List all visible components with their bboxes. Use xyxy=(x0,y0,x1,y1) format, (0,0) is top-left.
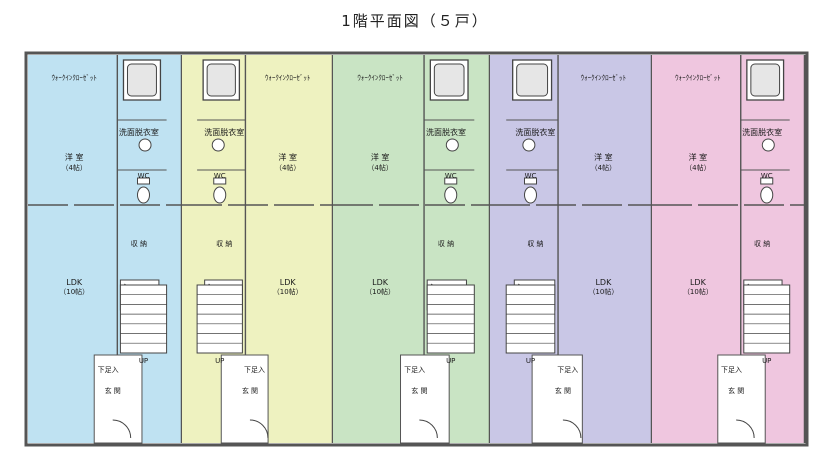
ldk-label: LDK xyxy=(66,278,83,287)
storage-label: 収 納 xyxy=(527,239,543,248)
washbasin-icon xyxy=(445,138,459,152)
entrance-area xyxy=(400,354,450,444)
ldk-label: LDK xyxy=(690,278,707,287)
shoe-storage-label: 下足入 xyxy=(98,366,119,374)
entrance-label: 玄 関 xyxy=(242,386,258,395)
closet-label: ｳｫｰｸｲﾝｸﾛｰｾﾞｯﾄ xyxy=(581,74,627,82)
bedroom-size-label: （4帖） xyxy=(61,163,86,172)
bathtub-inner xyxy=(126,63,157,97)
toilet-tank xyxy=(213,177,227,185)
bedroom-label: 洋 室 xyxy=(371,152,390,162)
entrance-label: 玄 関 xyxy=(105,386,121,395)
washroom-label: 洗面脱衣室 xyxy=(204,127,244,137)
washbasin-icon xyxy=(138,138,152,152)
stairs-up-label: UP xyxy=(139,357,148,365)
bedroom-label: 洋 室 xyxy=(594,152,613,162)
bedroom-size-label: （4帖） xyxy=(367,163,392,172)
ldk-label: LDK xyxy=(280,278,297,287)
stairs-up-label: UP xyxy=(446,357,455,365)
door-swing-icon xyxy=(419,419,438,439)
wc-label: WC xyxy=(214,172,226,180)
shoe-storage-label: 下足入 xyxy=(404,366,425,374)
bedroom-size-label: （4帖） xyxy=(275,163,300,172)
ldk-label: LDK xyxy=(595,278,612,287)
bathtub-inner xyxy=(206,63,236,97)
wc-label: WC xyxy=(761,172,773,180)
ldk-size-label: （10帖） xyxy=(273,287,303,296)
stairs-up-label: UP xyxy=(762,357,771,365)
stairs xyxy=(743,284,791,354)
toilet-tank xyxy=(524,177,537,185)
ldk-size-label: （10帖） xyxy=(365,287,395,296)
toilet-icon xyxy=(444,186,458,204)
stairs xyxy=(505,284,556,354)
bathtub-inner xyxy=(516,63,549,97)
entrance-label: 玄 関 xyxy=(411,386,427,395)
door-swing-icon xyxy=(112,419,132,439)
door-swing-icon xyxy=(249,419,269,439)
entrance-area xyxy=(531,354,583,444)
washroom-label: 洗面脱衣室 xyxy=(515,127,555,137)
entrance-area xyxy=(717,354,766,444)
stairs-up-label: UP xyxy=(526,357,535,365)
stairs xyxy=(426,284,475,354)
toilet-icon xyxy=(213,186,227,204)
page-title: 1階平面図（５戸） xyxy=(341,12,489,30)
bathtub-inner xyxy=(433,63,465,97)
toilet-icon xyxy=(524,186,537,204)
bedroom-size-label: （4帖） xyxy=(685,163,710,172)
bedroom-label: 洋 室 xyxy=(689,152,708,162)
closet-label: ｳｫｰｸｲﾝｸﾛｰｾﾞｯﾄ xyxy=(51,74,97,82)
shoe-storage-label: 下足入 xyxy=(721,366,742,374)
wc-label: WC xyxy=(525,172,537,180)
bedroom-label: 洋 室 xyxy=(65,152,84,162)
toilet-tank xyxy=(137,177,150,185)
toilet-tank xyxy=(444,177,458,185)
storage-label: 収 納 xyxy=(754,239,770,248)
bedroom-label: 洋 室 xyxy=(278,152,297,162)
entrance-area xyxy=(93,354,143,444)
ldk-size-label: （10帖） xyxy=(59,287,89,296)
toilet-icon xyxy=(137,186,150,204)
building-outline xyxy=(24,51,809,447)
storage-label: 収 納 xyxy=(216,239,232,248)
stairs xyxy=(196,284,243,354)
ldk-size-label: （10帖） xyxy=(683,287,713,296)
toilet-tank xyxy=(760,177,774,185)
door-swing-icon xyxy=(736,419,755,439)
washroom-label: 洗面脱衣室 xyxy=(742,127,782,137)
wc-label: WC xyxy=(445,172,457,180)
shoe-storage-label: 下足入 xyxy=(557,366,578,374)
toilet-icon xyxy=(760,186,774,204)
ldk-size-label: （10帖） xyxy=(588,287,618,296)
closet-label: ｳｫｰｸｲﾝｸﾛｰｾﾞｯﾄ xyxy=(675,74,721,82)
bedroom-size-label: （4帖） xyxy=(591,163,616,172)
shoe-storage-label: 下足入 xyxy=(244,366,265,374)
closet-label: ｳｫｰｸｲﾝｸﾛｰｾﾞｯﾄ xyxy=(265,74,311,82)
closet-label: ｳｫｰｸｲﾝｸﾛｰｾﾞｯﾄ xyxy=(357,74,403,82)
entrance-area xyxy=(220,354,269,444)
stairs-up-label: UP xyxy=(215,357,224,365)
stairs xyxy=(119,284,168,354)
washbasin-icon xyxy=(761,138,775,152)
storage-label: 収 納 xyxy=(438,239,454,248)
wc-label: WC xyxy=(138,172,150,180)
entrance-label: 玄 関 xyxy=(555,386,571,395)
washbasin-icon xyxy=(522,138,536,152)
washroom-label: 洗面脱衣室 xyxy=(119,127,159,137)
washroom-label: 洗面脱衣室 xyxy=(426,127,466,137)
entrance-label: 玄 関 xyxy=(728,386,744,395)
washbasin-icon xyxy=(211,138,225,152)
storage-label: 収 納 xyxy=(131,239,147,248)
ldk-label: LDK xyxy=(372,278,389,287)
door-swing-icon xyxy=(562,419,582,439)
bathtub-inner xyxy=(750,63,781,97)
